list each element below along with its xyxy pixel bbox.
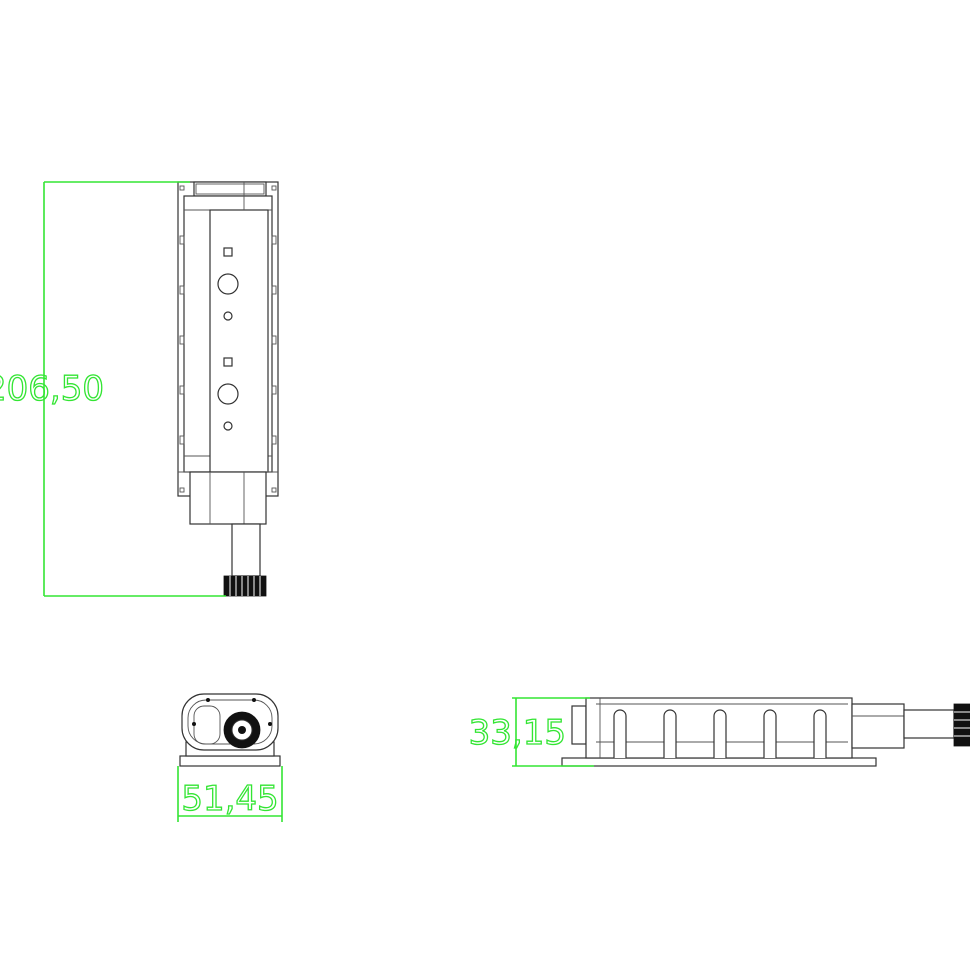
width-dimension: 51,45 xyxy=(177,766,283,822)
end-view xyxy=(179,693,281,767)
side-view xyxy=(561,697,970,767)
side-view-motor-housing xyxy=(851,703,905,749)
end-view-base-plate xyxy=(179,755,281,767)
side-view-shaft xyxy=(903,709,955,739)
length-dimension: 206,50 xyxy=(0,181,226,597)
top-view-carriage xyxy=(209,209,269,473)
top-view xyxy=(177,181,279,597)
side-view-slots xyxy=(613,709,827,758)
side-view-gear xyxy=(953,703,970,747)
side-view-base-plate xyxy=(561,757,877,767)
top-view-shaft xyxy=(231,523,261,577)
height-dimension: 33,15 xyxy=(468,697,594,767)
side-view-end-cap xyxy=(571,705,587,745)
height-dimension-label: 33,15 xyxy=(469,713,566,753)
top-view-motor-housing xyxy=(189,471,267,525)
length-dimension-label: 206,50 xyxy=(0,369,104,409)
top-view-holes xyxy=(217,247,239,431)
width-dimension-label: 51,45 xyxy=(181,779,278,819)
top-view-side-clips xyxy=(179,185,277,493)
top-view-gear xyxy=(223,575,267,597)
